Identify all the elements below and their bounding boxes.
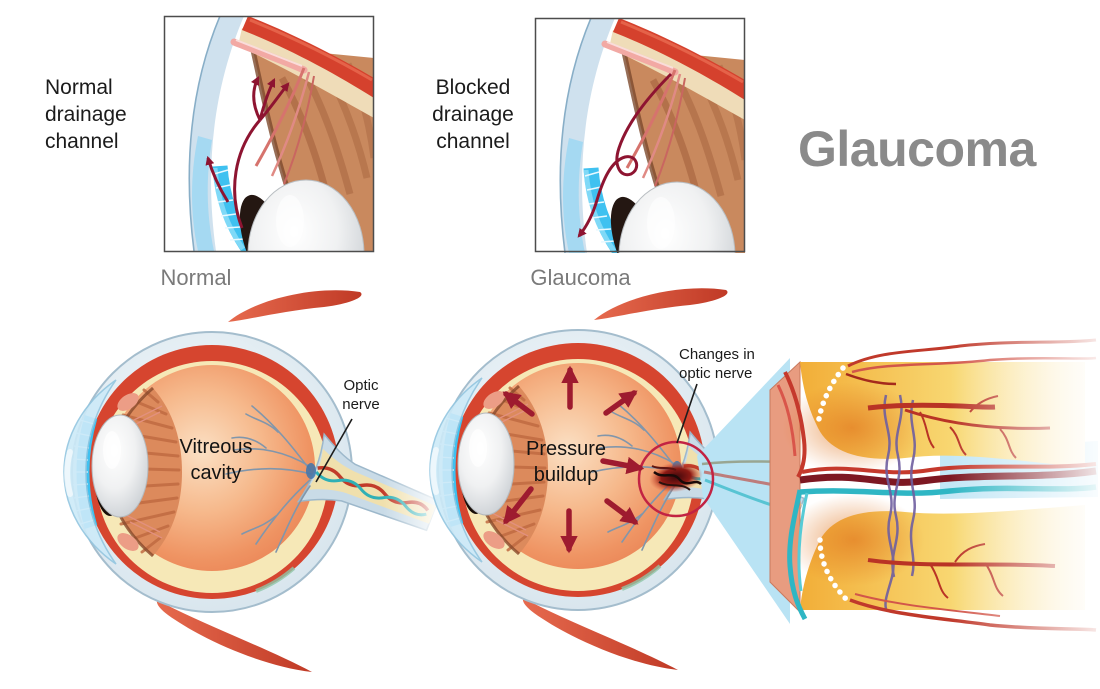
- vitreous-cavity-label: Vitreous cavity: [179, 436, 253, 484]
- optic-nerve-label: Optic nerve: [342, 377, 380, 413]
- optic-nerve-pointer-line: [315, 418, 353, 483]
- inset-blocked-drainage: [535, 18, 745, 330]
- pressure-arrows: [502, 365, 645, 554]
- pressure-buildup-label: Pressure buildup: [525, 438, 607, 486]
- optic-nerve-magnified-panel: [769, 330, 1100, 660]
- page-title: Glaucoma: [798, 121, 1036, 177]
- inset-blocked-border: [534, 17, 746, 253]
- changes-pointer-line: [676, 383, 698, 444]
- caption-glaucoma: Glaucoma: [530, 265, 631, 290]
- inset-normal-border: [163, 15, 375, 253]
- normal-drainage-channel-label: Normal drainage channel: [45, 76, 127, 153]
- caption-normal: Normal: [160, 265, 232, 290]
- blocked-flow-arrow: [577, 72, 673, 238]
- blocked-drainage-channel-label: Blocked drainage channel: [432, 76, 514, 153]
- annotation-circle: [637, 440, 715, 518]
- normal-flow-arrows: [205, 75, 290, 229]
- damaged-optic-nerve-head: [649, 461, 703, 493]
- inset-normal-drainage: [164, 16, 374, 328]
- changes-in-optic-nerve-label: Changes in optic nerve: [679, 346, 755, 382]
